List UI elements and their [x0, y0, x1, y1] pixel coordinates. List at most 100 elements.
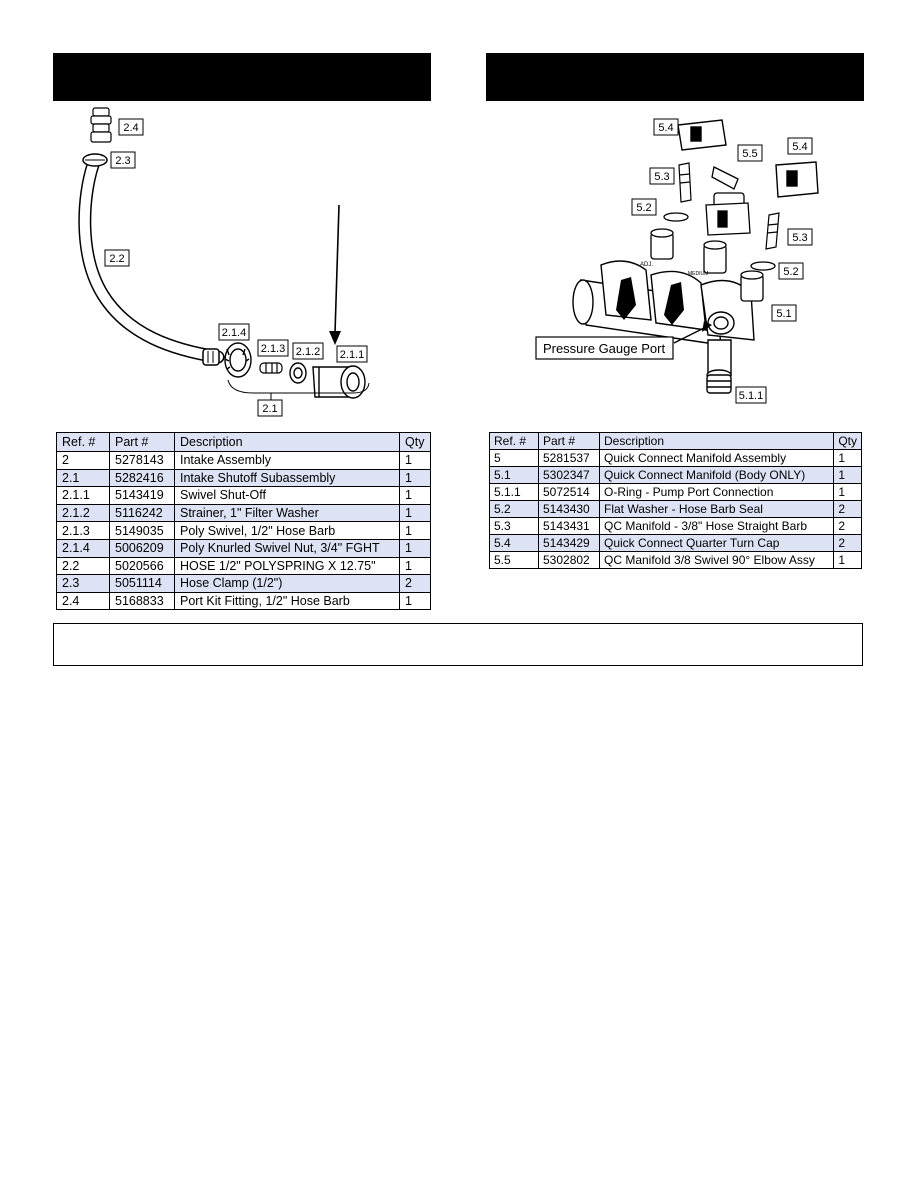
cell-description: Intake Assembly	[174, 451, 400, 470]
header-description: Description	[598, 432, 835, 450]
cell-part: 5143419	[109, 486, 175, 505]
straight-hose-barb-left	[678, 162, 692, 203]
cell-ref: 2.3	[56, 574, 110, 593]
callout-5-3-right: 5.3	[792, 232, 807, 244]
manifold-body	[572, 260, 755, 394]
cell-ref: 5.1	[489, 466, 539, 484]
callout-5-5: 5.5	[742, 148, 757, 160]
note-box	[53, 623, 863, 666]
callout-5-2-right: 5.2	[783, 266, 798, 278]
cell-qty: 1	[833, 551, 862, 569]
cell-qty: 1	[833, 483, 862, 501]
straight-hose-barb-right	[765, 212, 780, 250]
cell-qty: 1	[399, 556, 431, 576]
flat-washer-right	[750, 261, 776, 271]
pointer-arrow-head	[329, 331, 341, 345]
subassembly-bracket	[227, 379, 370, 394]
cell-ref: 5.5	[489, 551, 539, 569]
cell-ref: 2.2	[56, 556, 110, 576]
callout-2-1-2: 2.1.2	[296, 346, 320, 358]
swivel-shutoff	[312, 365, 366, 399]
cell-ref: 2.1.4	[56, 538, 110, 558]
hose-clamp-bottom	[202, 348, 220, 366]
table-header-row: Ref. # Part # Description Qty	[489, 432, 862, 450]
cell-part: 5168833	[109, 591, 175, 611]
valve-label-medium: MEDIUM	[688, 271, 708, 277]
callout-2-4: 2.4	[123, 122, 138, 134]
cell-qty: 1	[399, 538, 431, 558]
intake-assembly-diagram: 2.4 2.3 2.2 2.1.4 2.1.3 2.1.2 2.1.1 2.1	[78, 107, 370, 417]
callout-5-3-left: 5.3	[654, 171, 669, 183]
flat-washer-left	[663, 212, 689, 222]
cell-part: 5281537	[538, 449, 600, 467]
cell-qty: 1	[399, 591, 431, 611]
valve-label-adj: ADJ.	[640, 262, 653, 268]
quarter-turn-cap-left	[677, 119, 727, 151]
cell-ref: 2.4	[56, 591, 110, 611]
right-section-header-bar	[486, 53, 864, 101]
cell-description: Quick Connect Manifold Assembly	[598, 449, 835, 467]
hose-clamp-top	[82, 153, 108, 167]
cell-qty: 1	[399, 503, 431, 523]
poly-swivel	[259, 362, 283, 374]
swivel-elbow	[705, 166, 751, 236]
cell-description: Poly Knurled Swivel Nut, 3/4" FGHT	[174, 538, 400, 558]
cell-ref: 5.2	[489, 500, 539, 518]
callout-5-1: 5.1	[776, 308, 791, 320]
cell-qty: 2	[399, 574, 431, 593]
cell-part: 5051114	[109, 574, 175, 593]
pressure-port-arrow	[702, 321, 712, 332]
cell-description: Strainer, 1" Filter Washer	[174, 503, 400, 523]
cell-ref: 5.3	[489, 517, 539, 535]
cell-description: Hose Clamp (1/2")	[174, 574, 400, 593]
cell-ref: 2.1	[56, 468, 110, 488]
header-description: Description	[174, 432, 400, 452]
cell-ref: 2.1.3	[56, 521, 110, 540]
cell-qty: 2	[833, 500, 862, 518]
cell-ref: 5	[489, 449, 539, 467]
callout-2-3: 2.3	[115, 155, 130, 167]
header-ref: Ref. #	[56, 432, 110, 452]
cell-part: 5143429	[538, 534, 600, 552]
cell-qty: 2	[833, 534, 862, 552]
port-kit-fitting	[90, 107, 112, 143]
cell-description: HOSE 1/2" POLYSPRING X 12.75"	[174, 556, 400, 576]
cell-description: Intake Shutoff Subassembly	[174, 468, 400, 488]
cell-part: 5302347	[538, 466, 600, 484]
callout-5-4-left: 5.4	[658, 122, 673, 134]
callout-2-2: 2.2	[109, 253, 124, 265]
cell-part: 5006209	[109, 538, 175, 558]
table-header-row: Ref. # Part # Description Qty	[56, 432, 431, 452]
cell-ref: 2.1.2	[56, 503, 110, 523]
valve-lever-left	[616, 277, 636, 320]
cell-ref: 2.1.1	[56, 486, 110, 505]
cell-ref: 5.4	[489, 534, 539, 552]
cell-description: Swivel Shut-Off	[174, 486, 400, 505]
pressure-gauge-port-label: Pressure Gauge Port	[543, 341, 666, 356]
left-section-header-bar	[53, 53, 431, 101]
cell-description: O-Ring - Pump Port Connection	[598, 483, 835, 501]
callout-2-1-3: 2.1.3	[261, 343, 285, 355]
filter-washer	[289, 362, 307, 384]
cell-part: 5302802	[538, 551, 600, 569]
cell-part: 5282416	[109, 468, 175, 488]
header-ref: Ref. #	[489, 432, 539, 450]
cell-description: QC Manifold - 3/8" Hose Straight Barb	[598, 517, 835, 535]
cell-part: 5278143	[109, 451, 175, 470]
cell-description: Flat Washer - Hose Barb Seal	[598, 500, 835, 518]
cell-qty: 1	[399, 451, 431, 470]
callout-5-2-left: 5.2	[636, 202, 651, 214]
cell-part: 5143431	[538, 517, 600, 535]
